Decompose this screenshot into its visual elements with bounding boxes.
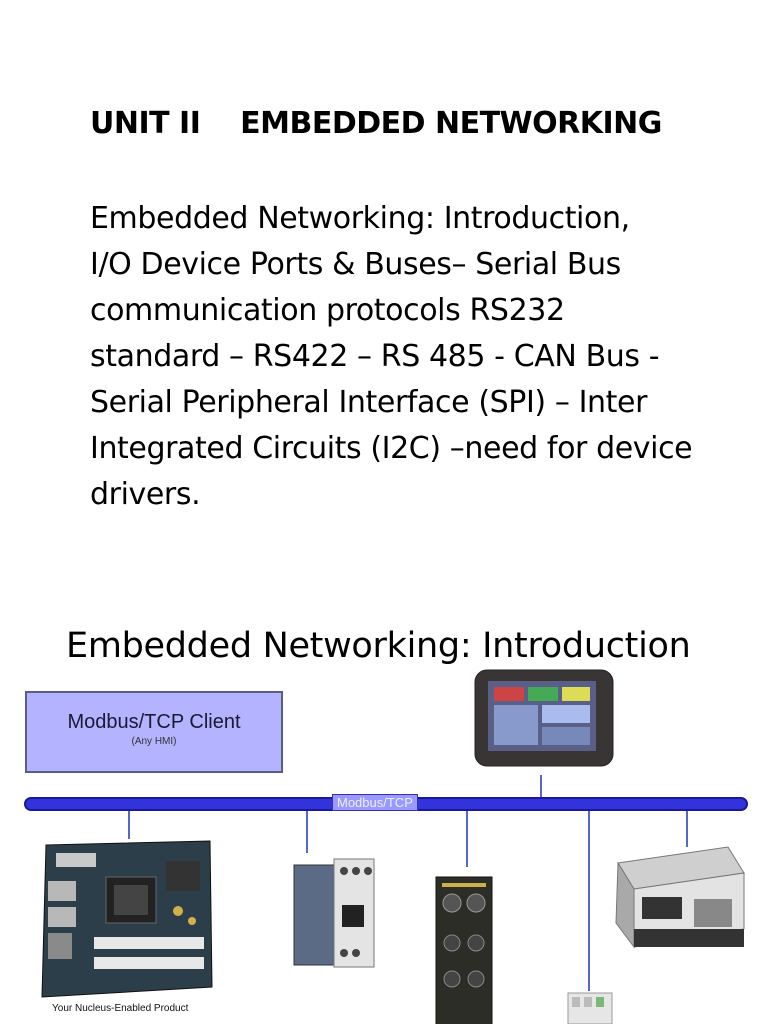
io-block-drop-line — [466, 811, 468, 867]
section-title: Embedded Networking: Introduction — [66, 626, 691, 666]
gateway-drop-line — [306, 811, 308, 853]
gateway-module-icon — [293, 858, 375, 968]
io-block-icon — [435, 876, 493, 1024]
modbus-network-diagram: Modbus/TCP Client (Any HMI) Modbus/TCP Y… — [0, 665, 768, 1024]
topic-line: communication protocols RS232 — [90, 293, 565, 328]
board-caption: Your Nucleus-Enabled Product — [52, 1003, 189, 1014]
topic-line: Integrated Circuits (I2C) –need for devi… — [90, 431, 693, 466]
client-title: Modbus/TCP Client — [67, 711, 241, 733]
modbus-client-box: Modbus/TCP Client (Any HMI) — [25, 691, 283, 773]
hmi-panel-icon — [474, 669, 614, 767]
topic-line: standard – RS422 – RS 485 - CAN Bus - — [90, 339, 660, 374]
topic-line: drivers. — [90, 477, 201, 512]
bus-label: Modbus/TCP — [332, 794, 418, 811]
topic-line: Serial Peripheral Interface (SPI) – Inte… — [90, 385, 647, 420]
client-subtitle: (Any HMI) — [131, 736, 177, 747]
terminal-drop-line — [588, 811, 590, 991]
topic-line: I/O Device Ports & Buses– Serial Bus — [90, 247, 621, 282]
hmi-drop-line — [540, 775, 542, 799]
topic-line: Embedded Networking: Introduction, — [90, 201, 630, 236]
topic-description: Embedded Networking: Introduction, I/O D… — [90, 196, 740, 518]
barcode-scanner-icon — [615, 846, 745, 949]
terminal-block-icon — [567, 992, 613, 1024]
board-drop-line — [128, 811, 130, 839]
embedded-board-icon — [41, 840, 213, 998]
scanner-drop-line — [686, 811, 688, 847]
unit-title: UNIT II EMBEDDED NETWORKING — [90, 106, 662, 141]
